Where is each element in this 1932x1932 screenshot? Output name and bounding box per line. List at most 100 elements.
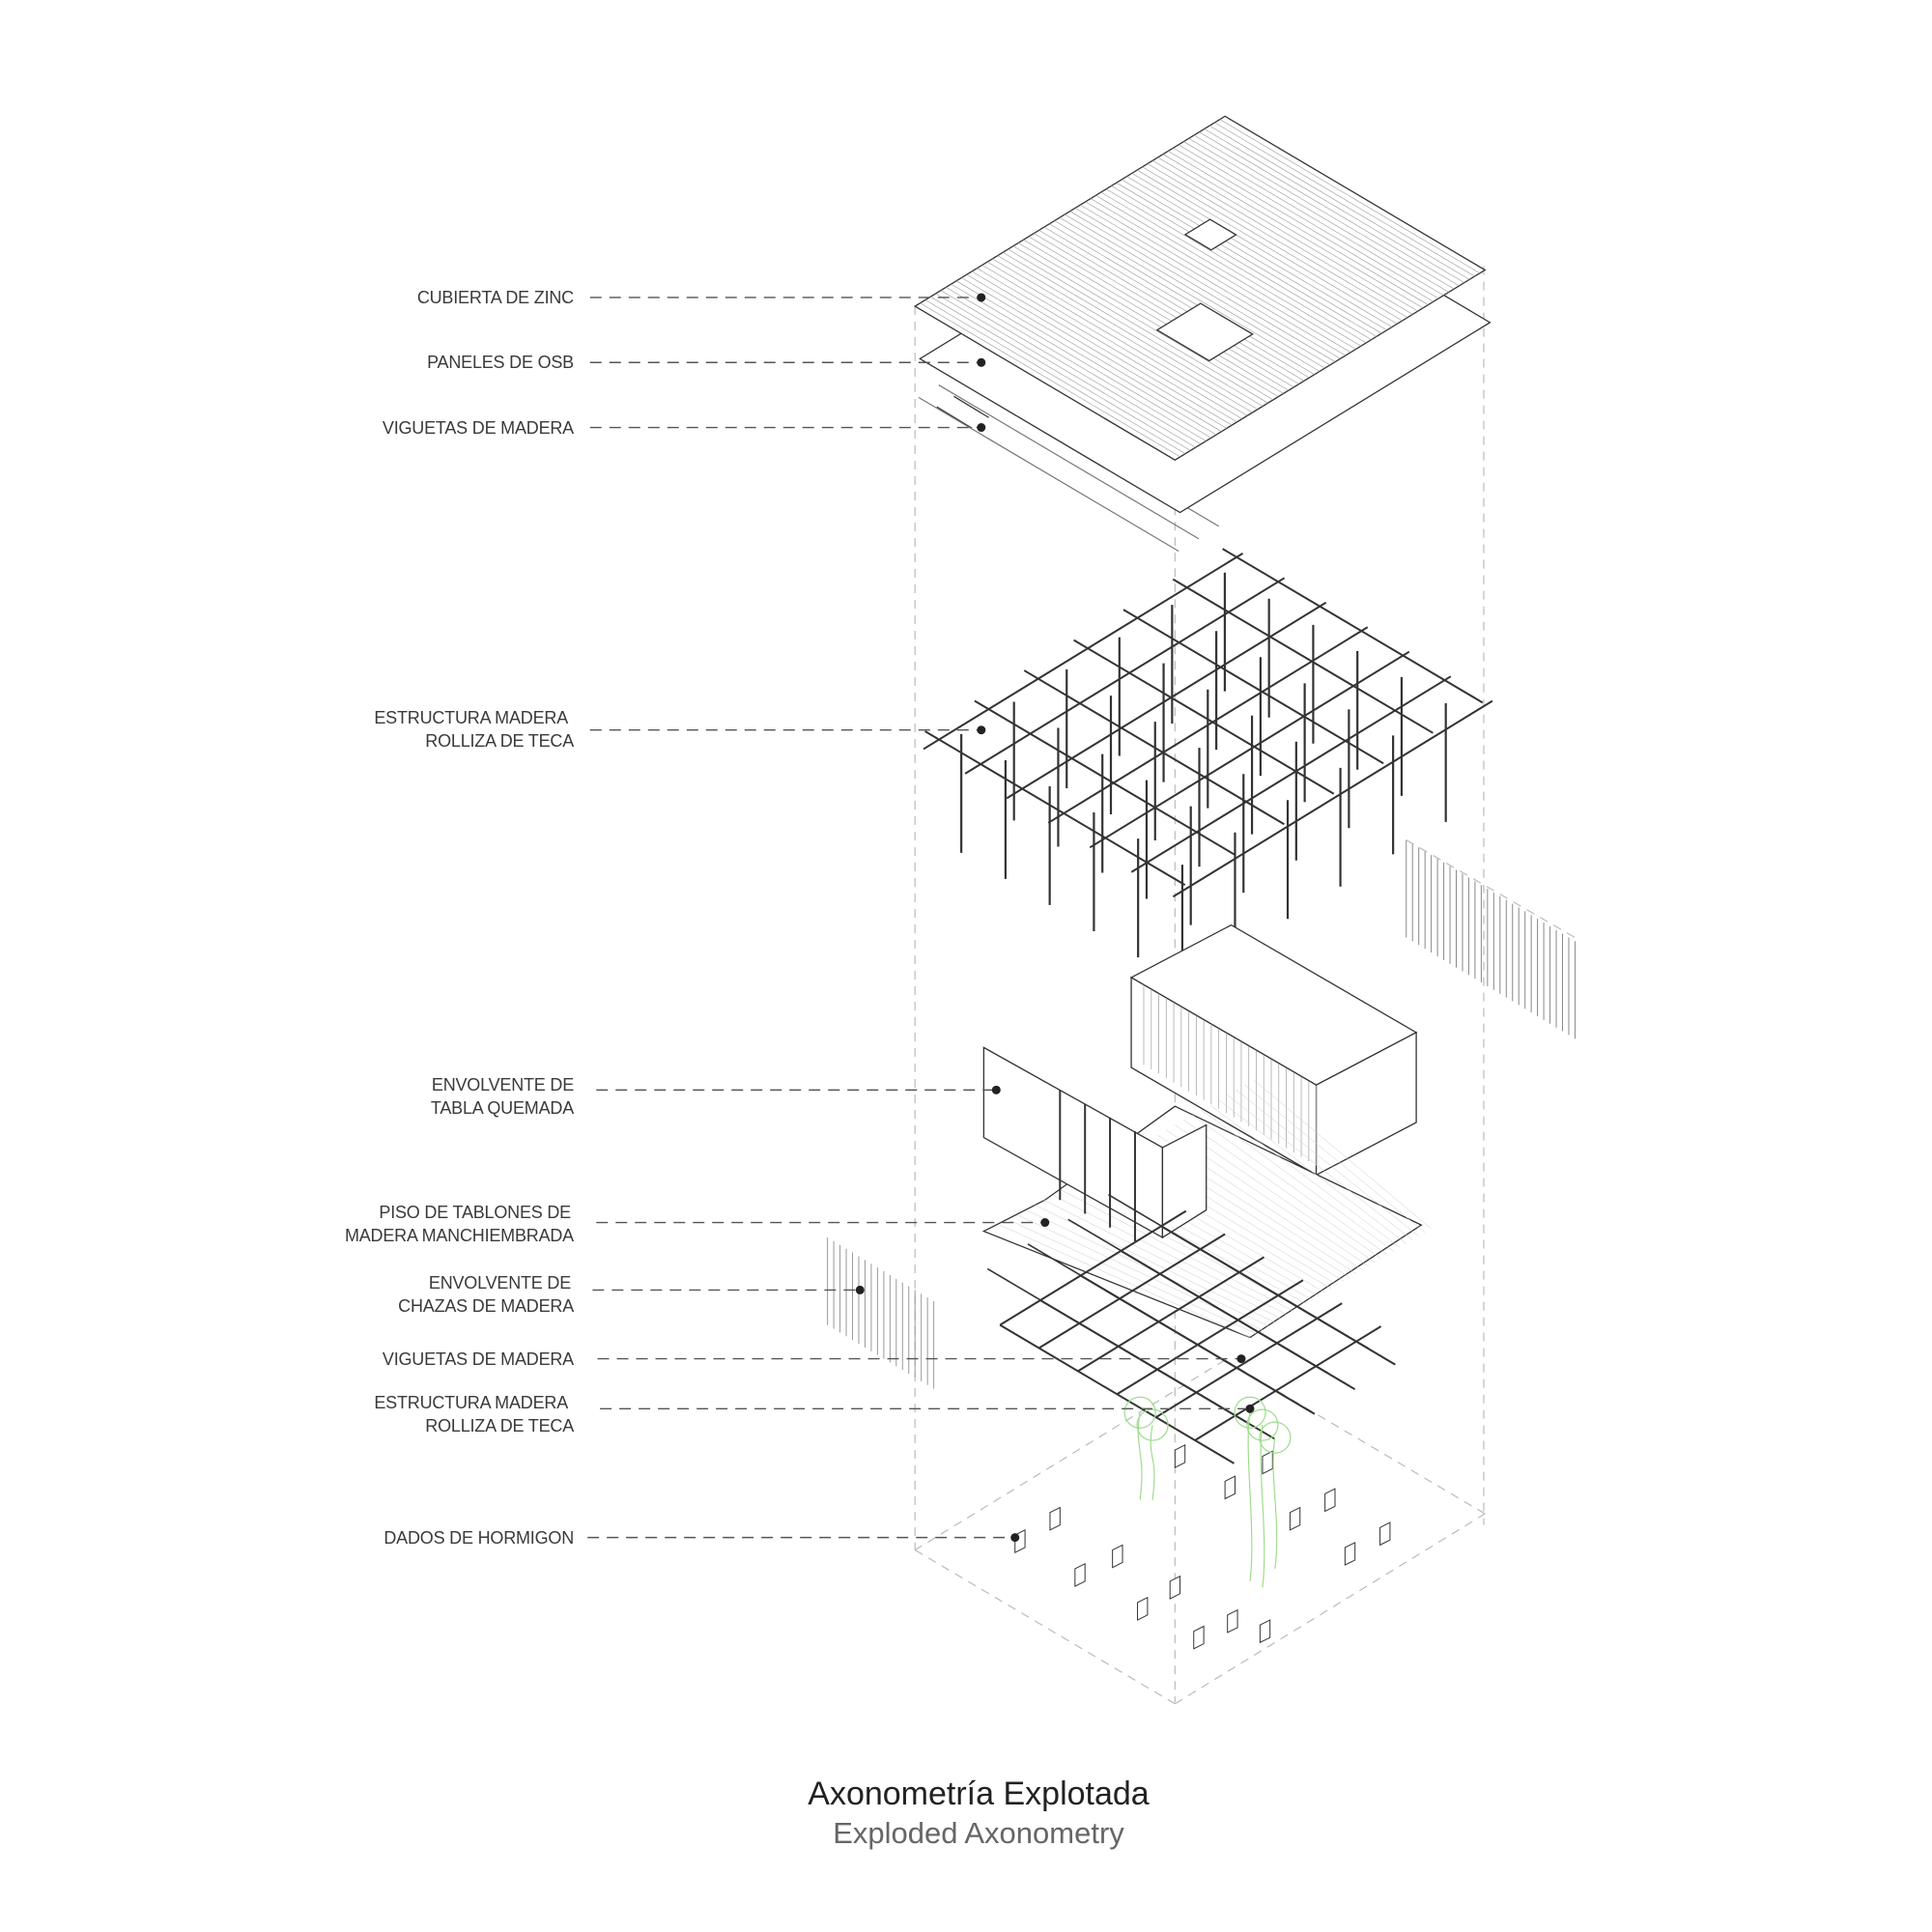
roof-joist [953, 395, 989, 418]
roof-corrugation [930, 296, 1191, 451]
label-line: VIGUETAS DE MADERA [382, 1350, 574, 1369]
roof-corrugation [920, 302, 1180, 458]
concrete-pier [1262, 1450, 1273, 1475]
label-line: TABLA QUEMADA [430, 1098, 574, 1118]
floor-log-beam [999, 1209, 1187, 1326]
concrete-pier [1137, 1596, 1149, 1621]
concrete-pier [1174, 1444, 1186, 1468]
roof-corrugation [1105, 188, 1367, 344]
label-line: CHAZAS DE MADERA [398, 1296, 574, 1316]
floor-board [1043, 1200, 1282, 1320]
leader-dot [855, 1285, 865, 1294]
roof-corrugation [1208, 125, 1470, 280]
label-line: CUBIERTA DE ZINC [416, 288, 574, 307]
roof-corrugation [1152, 159, 1413, 315]
floor-board [1236, 1090, 1419, 1236]
log-beam [1122, 609, 1384, 765]
leader-dot [977, 293, 986, 302]
floor-board [1026, 1209, 1269, 1327]
floor-board [1201, 1109, 1394, 1252]
concrete-pier [1112, 1544, 1123, 1569]
floor-board [1244, 1084, 1426, 1234]
roof-corrugation [1131, 173, 1393, 327]
floor-log-beam [1155, 1302, 1343, 1418]
log-beam [923, 552, 1244, 751]
leader-dot [977, 423, 986, 433]
roof-corrugation [1008, 248, 1268, 404]
roof-corrugation [1054, 220, 1315, 375]
concrete-pier [1259, 1619, 1271, 1644]
roof-joist-long [918, 396, 1179, 553]
roof-corrugation [1188, 138, 1449, 293]
roof-corrugation [1142, 166, 1403, 322]
label-line: ROLLIZA DE TECA [425, 731, 574, 751]
tree-trunk [1137, 1412, 1143, 1500]
label-dados-hormigon: DADOS DE HORMIGON [384, 1526, 574, 1549]
tree-canopy [1234, 1396, 1266, 1429]
roof-corrugation [1012, 245, 1274, 401]
roof-corrugation [1147, 163, 1408, 318]
floor-board [1175, 1124, 1376, 1264]
roof-corrugation [1080, 204, 1341, 359]
floor-board [1218, 1099, 1406, 1244]
log-beam [1172, 699, 1493, 898]
roof-corrugation [992, 258, 1253, 413]
log-beam [1172, 578, 1434, 734]
tree-canopy [1123, 1396, 1156, 1429]
roof-corrugation [924, 299, 1186, 454]
roof-corrugation [1204, 128, 1465, 283]
roof-corrugation [1043, 226, 1305, 382]
concrete-pier [1169, 1575, 1181, 1600]
roof-corrugation [1126, 176, 1387, 331]
base-outline [914, 1549, 1176, 1705]
tree-canopy [1136, 1408, 1169, 1441]
roof-corrugation [1173, 147, 1434, 302]
log-beam [1073, 639, 1335, 795]
log-beam [1089, 650, 1410, 849]
floor-board [1000, 1224, 1251, 1338]
label-line: PANELES DE OSB [427, 353, 574, 372]
label-line: VIGUETAS DE MADERA [382, 418, 574, 438]
log-beam [1222, 548, 1484, 704]
roof-corrugation [1069, 211, 1330, 366]
roof-corrugation [1065, 213, 1325, 369]
roof-corrugation [1168, 151, 1429, 305]
leader-dot [1040, 1218, 1050, 1228]
label-line: PISO DE TABLONES DE [379, 1203, 571, 1222]
label-line: ESTRUCTURA MADERA [374, 708, 568, 727]
leader-dot [1236, 1354, 1246, 1364]
roof-corrugation [935, 293, 1196, 448]
label-line: ENVOLVENTE DE [428, 1273, 571, 1293]
log-beam [1006, 601, 1327, 800]
vegetation [1123, 1396, 1292, 1588]
concrete-pier [1193, 1625, 1205, 1650]
roof-corrugation [961, 277, 1222, 432]
concrete-pier [1344, 1541, 1356, 1566]
roof-joist [936, 406, 973, 429]
roof-corrugation [1074, 208, 1336, 362]
floor-board [1253, 1079, 1432, 1230]
label-viguetas-roof: VIGUETAS DE MADERA [383, 416, 574, 440]
floor-board [1009, 1219, 1257, 1334]
roof-corrugation [1059, 216, 1321, 372]
label-estructura-floor: ESTRUCTURA MADERA ROLLIZA DE TECA [374, 1391, 574, 1437]
floor-log-beam [1194, 1325, 1382, 1441]
tree-trunk [1247, 1412, 1253, 1581]
floor-board [1227, 1094, 1413, 1240]
roof-corrugation [1214, 122, 1475, 277]
tree-canopy [1246, 1408, 1279, 1441]
roof-corrugation [1137, 169, 1398, 325]
tree-trunk [1260, 1425, 1265, 1588]
roof-corrugation [1116, 182, 1378, 337]
roof-corrugation [1178, 144, 1439, 299]
label-line: ESTRUCTURA MADERA [374, 1393, 568, 1412]
concrete-pier [1074, 1562, 1086, 1587]
label-line: DADOS DE HORMIGON [384, 1528, 574, 1548]
label-line: ENVOLVENTE DE [431, 1075, 574, 1094]
guide-line [1406, 839, 1576, 939]
label-line: ROLLIZA DE TECA [425, 1416, 574, 1435]
leader-dot [991, 1085, 1001, 1094]
